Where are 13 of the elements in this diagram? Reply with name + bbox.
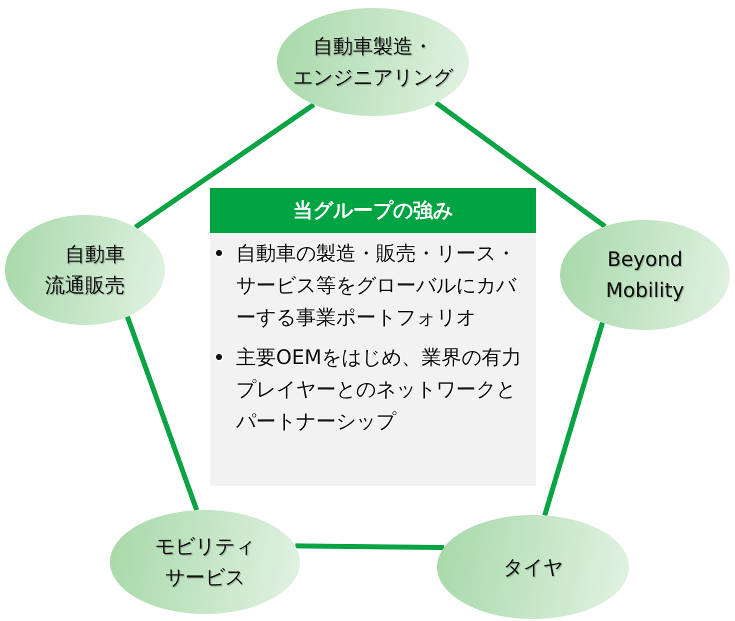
connector-line bbox=[134, 102, 316, 230]
bullet-text: 主要OEMをはじめ、業界の有力プレイヤーとのネットワークとパートナーシップ bbox=[236, 345, 522, 433]
connector-line bbox=[434, 100, 607, 228]
node-label: 自動車製造・エンジニアリング bbox=[293, 33, 453, 91]
node-label: Beyond Mobility bbox=[604, 246, 686, 304]
node-label: モビリティサービス bbox=[155, 533, 255, 591]
connector-line bbox=[125, 316, 200, 512]
strengths-panel bbox=[210, 188, 536, 486]
panel-heading: 当グループの強み bbox=[210, 188, 536, 233]
node-label: 自動車流通販売 bbox=[45, 241, 125, 299]
node-label: タイヤ bbox=[502, 554, 564, 580]
bullet-text: 自動車の製造・販売・リース・サービス等をグローバルにカバーする事業ポートフォリオ bbox=[236, 241, 516, 329]
connector-line bbox=[542, 322, 605, 516]
